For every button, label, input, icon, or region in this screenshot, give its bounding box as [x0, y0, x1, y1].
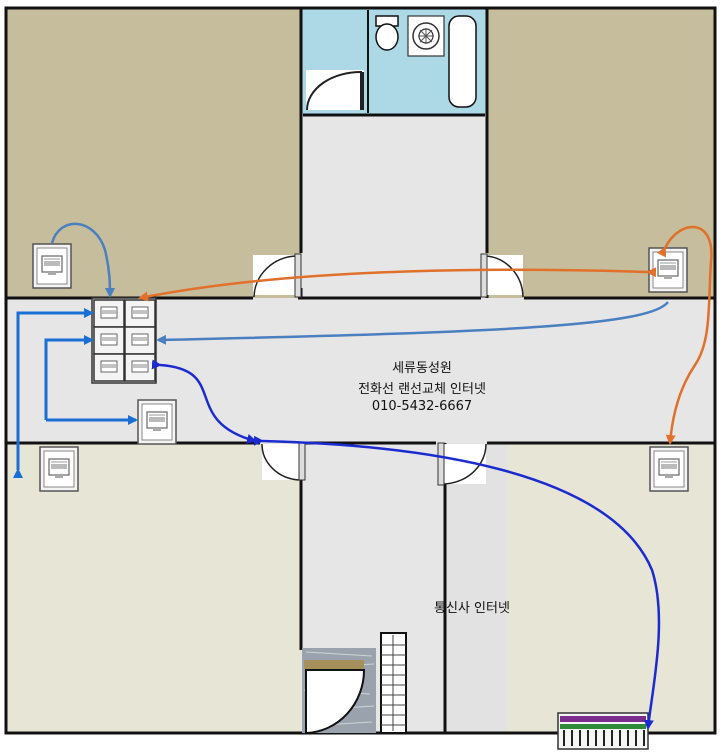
- arrow-steel-right: [156, 301, 669, 345]
- door-swing-icon: [253, 253, 302, 298]
- lan-jack-icon: [93, 326, 125, 355]
- center-label-line-2: 전화선 랜선교체 인터넷: [358, 382, 486, 397]
- bathroom-door-icon: [306, 70, 364, 111]
- toilet-icon: [375, 15, 399, 51]
- lan-jack-icon: [32, 243, 72, 289]
- lan-jack-icon: [137, 399, 177, 445]
- arrow-bright-outer: [13, 308, 94, 478]
- lan-jack-icon: [124, 326, 156, 355]
- lan-jack-icon: [124, 299, 156, 328]
- lan-jack-icon: [124, 353, 156, 382]
- lan-jack-icon: [649, 446, 689, 492]
- door-swing-icon: [480, 253, 524, 298]
- arrow-orange-top: [138, 267, 657, 302]
- arrow-navy-long: [253, 435, 661, 730]
- lan-jack-icon: [648, 247, 688, 293]
- lan-jack-icon: [93, 299, 125, 328]
- bathtub-icon: [448, 15, 477, 108]
- sink-icon: [407, 15, 445, 57]
- patch-panel-icon: [557, 712, 649, 750]
- entrance-door-icon: [302, 648, 376, 735]
- stairs-icon: [380, 632, 407, 734]
- arrow-navy-center: [151, 359, 257, 444]
- lan-jack-icon: [39, 446, 79, 492]
- arrow-orange-right: [656, 225, 713, 445]
- distribution-box: [91, 297, 157, 384]
- lan-jack-icon: [93, 353, 125, 382]
- lower-label: 통신사 인터넷: [434, 601, 510, 616]
- corridor-lower-strip: [445, 443, 507, 733]
- arrow-steel-upper-left: [50, 222, 115, 298]
- center-label-line-3: 010-5432-6667: [371, 399, 473, 414]
- arrow-bright-middle: [44, 335, 94, 420]
- center-label-line-1: 세류동성원: [392, 361, 452, 376]
- door-swing-icon: [261, 442, 306, 481]
